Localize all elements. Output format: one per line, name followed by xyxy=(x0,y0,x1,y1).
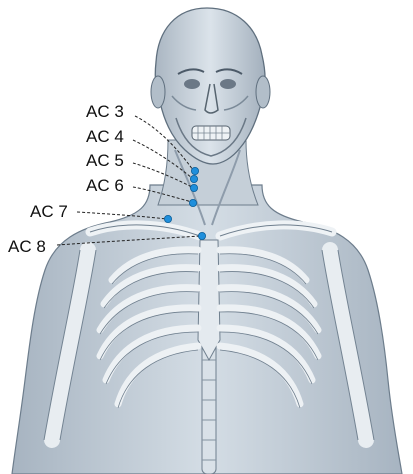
acupoint-ac4[interactable] xyxy=(190,175,197,182)
label-ac6: AC 6 xyxy=(86,176,124,196)
label-ac8: AC 8 xyxy=(8,237,46,257)
label-ac5: AC 5 xyxy=(86,151,124,171)
left-eye xyxy=(184,79,200,89)
acupoint-ac3[interactable] xyxy=(191,167,198,174)
acupoint-ac5[interactable] xyxy=(190,184,197,191)
right-eye xyxy=(220,79,236,89)
sternum xyxy=(198,240,220,360)
acupoint-ac6[interactable] xyxy=(189,199,196,206)
right-ear xyxy=(256,76,270,108)
label-ac7: AC 7 xyxy=(30,202,68,222)
acupoint-ac8[interactable] xyxy=(198,232,205,239)
label-ac4: AC 4 xyxy=(86,127,124,147)
label-ac3: AC 3 xyxy=(86,102,124,122)
left-ear xyxy=(151,76,165,108)
acupoint-ac7[interactable] xyxy=(164,215,171,222)
